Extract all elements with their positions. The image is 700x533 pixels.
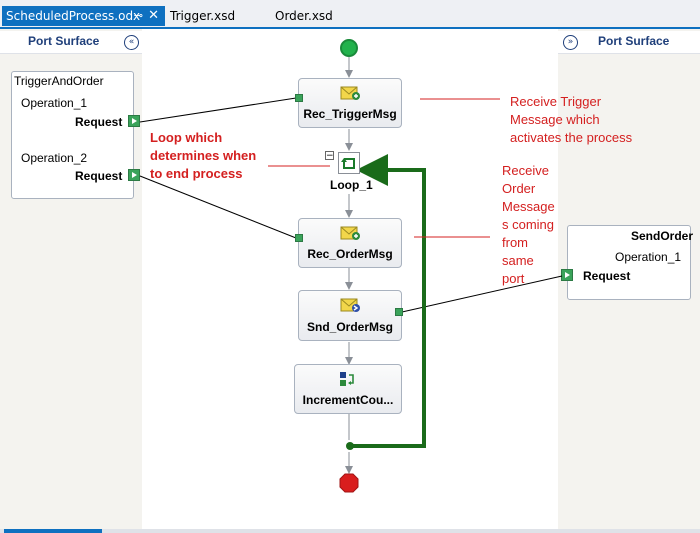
shape-snd-ordermsg[interactable]: Snd_OrderMsg xyxy=(298,290,402,341)
shape-label: Rec_TriggerMsg xyxy=(303,107,397,121)
annotation-trigger: Receive Trigger Message which activates … xyxy=(510,93,632,147)
loop-back-line xyxy=(350,154,426,448)
loop-junction xyxy=(346,442,354,450)
left-port-surface: Port Surface « TriggerAndOrder Operation… xyxy=(0,29,142,529)
connector-order-out xyxy=(401,275,563,313)
tab-label: ScheduledProcess.odx xyxy=(6,9,141,23)
pin-icon[interactable]: ⊸ xyxy=(133,9,143,22)
document-tab-strip: ScheduledProcess.odx ⊸ ✕ Trigger.xsd Ord… xyxy=(0,0,700,30)
port-handle-operation-1[interactable] xyxy=(128,115,140,127)
send-envelope-icon xyxy=(340,298,360,312)
port-sendorder[interactable]: SendOrder Operation_1 Request xyxy=(567,225,694,300)
loop-icon xyxy=(341,158,355,169)
annotation-line: same xyxy=(502,253,534,268)
right-pane-header: » Port Surface xyxy=(558,31,700,54)
tab-trigger-xsd[interactable]: Trigger.xsd xyxy=(170,6,235,26)
collapse-loop-icon[interactable]: − xyxy=(325,151,334,161)
receive-envelope-icon xyxy=(340,226,360,240)
loop-label: Loop_1 xyxy=(330,178,373,192)
annotation-line: Message xyxy=(502,199,555,214)
operation-name: Operation_1 xyxy=(615,250,682,264)
shape-loop[interactable] xyxy=(338,152,360,174)
tab-label: Trigger.xsd xyxy=(170,9,236,23)
tab-label: Order.xsd xyxy=(275,9,333,23)
annotation-line: Receive xyxy=(502,163,549,178)
annotation-line: s coming xyxy=(502,217,555,232)
shape-label: Rec_OrderMsg xyxy=(307,247,393,261)
shape-incrementcounter[interactable]: IncrementCou... xyxy=(294,364,402,414)
port-name: SendOrder xyxy=(631,229,694,243)
annotation-line: Receive Trigger xyxy=(510,94,602,109)
annotation-line: from xyxy=(502,235,528,250)
bottom-scroll-area xyxy=(0,529,700,533)
left-pane-header: Port Surface « xyxy=(0,31,142,54)
tab-scheduledprocess[interactable]: ScheduledProcess.odx ⊸ ✕ xyxy=(2,6,165,26)
expression-icon xyxy=(340,372,354,386)
shape-anchor[interactable] xyxy=(295,234,303,242)
annotation-loop: Loop which determines when to end proces… xyxy=(150,129,256,183)
operation-name: Operation_1 xyxy=(21,96,88,110)
collapse-left-icon[interactable]: « xyxy=(124,35,139,50)
annotation-line: Message which xyxy=(510,112,600,127)
close-icon[interactable]: ✕ xyxy=(148,8,159,23)
left-pane-title: Port Surface xyxy=(28,34,100,48)
tab-order-xsd[interactable]: Order.xsd xyxy=(275,6,333,26)
end-shape xyxy=(339,473,359,493)
shape-anchor[interactable] xyxy=(395,308,403,316)
shape-label: Snd_OrderMsg xyxy=(306,320,393,334)
port-handle-operation-2[interactable] xyxy=(128,169,140,181)
port-name: TriggerAndOrder xyxy=(14,74,104,88)
operation-name: Operation_2 xyxy=(21,151,88,165)
annotation-line: activates the process xyxy=(510,130,633,145)
annotation-line: to end process xyxy=(150,166,243,181)
shape-label: IncrementCou... xyxy=(302,393,394,407)
connector-trigger xyxy=(139,97,297,123)
annotation-line: determines when xyxy=(150,148,257,163)
annotation-line: port xyxy=(502,271,525,286)
bottom-tab-indicator[interactable] xyxy=(4,529,102,533)
receive-envelope-icon xyxy=(340,86,360,100)
shape-rec-triggermsg[interactable]: Rec_TriggerMsg xyxy=(298,78,402,128)
port-handle-sendorder[interactable] xyxy=(561,269,573,281)
collapse-right-icon[interactable]: » xyxy=(563,35,578,50)
connector-order-in xyxy=(139,175,297,239)
annotation-order: Receive Order Message s coming from same… xyxy=(502,162,555,288)
shape-anchor[interactable] xyxy=(295,94,303,102)
shape-rec-ordermsg[interactable]: Rec_OrderMsg xyxy=(298,218,402,268)
start-shape xyxy=(340,39,358,57)
message-request: Request xyxy=(75,169,123,183)
right-pane-title: Port Surface xyxy=(598,34,670,48)
right-port-surface: » Port Surface SendOrder Operation_1 Req… xyxy=(558,29,700,529)
message-request: Request xyxy=(75,115,123,129)
message-request: Request xyxy=(583,269,631,283)
annotation-line: Order xyxy=(502,181,536,196)
port-triggerandorder[interactable]: TriggerAndOrder Operation_1 Request Oper… xyxy=(11,71,134,199)
annotation-line: Loop which xyxy=(150,130,223,145)
